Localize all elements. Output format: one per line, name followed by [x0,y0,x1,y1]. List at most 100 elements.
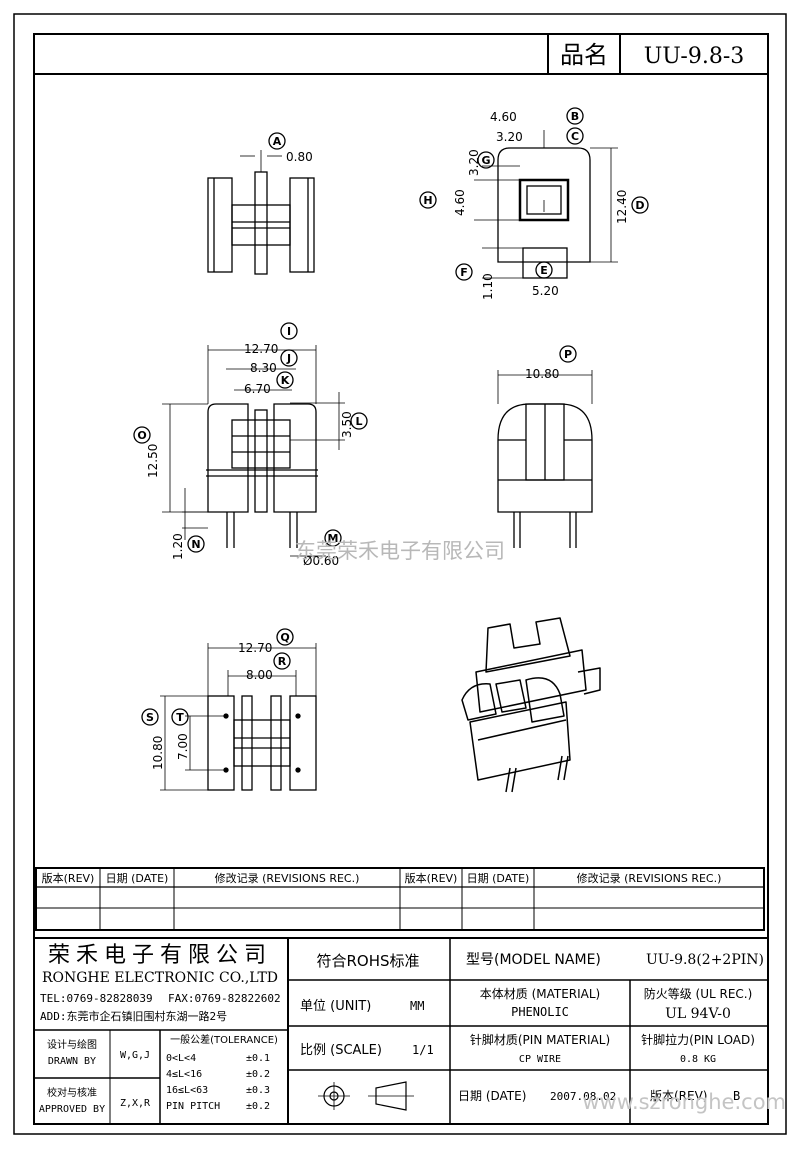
svg-text:F: F [460,266,468,279]
svg-text:1.20: 1.20 [171,533,185,560]
svg-text:H: H [423,194,432,207]
unit-value: MM [410,999,424,1013]
revision-label: 版本(REV) [650,1089,708,1103]
dimension-H: H 4.60 [419,189,467,216]
pin-load-label: 针脚拉力(PIN LOAD) [641,1032,755,1047]
product-model: UU-9.8-3 [644,44,745,69]
approved-by-label-en: APPROVED BY [39,1104,105,1115]
svg-text:A: A [273,135,282,148]
svg-text:Ø0.60: Ø0.60 [303,554,339,568]
tolerance-title: 一般公差(TOLERANCE) [170,1033,278,1046]
company-fax: FAX:0769-82822602 [168,992,281,1005]
material-value: PHENOLIC [511,1005,569,1019]
dimension-B: B 4.60 [490,107,584,125]
title-block-grid [34,937,768,1124]
dimension-F: F 1.10 [455,263,495,300]
svg-text:8.30: 8.30 [250,361,277,375]
svg-text:3.20: 3.20 [496,130,523,144]
svg-text:E: E [540,264,548,277]
pin-load-value: 0.8 KG [680,1054,716,1065]
svg-text:J: J [286,352,291,365]
svg-text:7.00: 7.00 [176,733,190,760]
view-top-bottom-left [160,643,317,791]
dimension-G: G 3.20 [467,149,495,176]
pin-material-value: CP WIRE [519,1054,561,1065]
view-front-top-right [474,130,618,279]
approved-by-label-cn: 校对与核准 [47,1086,97,1099]
svg-text:3.50: 3.50 [340,411,354,438]
svg-text:0.80: 0.80 [286,150,313,164]
svg-text:D: D [635,199,644,212]
dimension-E: E 5.20 [532,261,559,298]
drawn-by-value: W,G,J [120,1050,150,1061]
svg-text:6.70: 6.70 [244,382,271,396]
tolerance-value-2: ±0.2 [246,1069,270,1080]
svg-text:12.70: 12.70 [238,641,272,655]
tolerance-range-3: 16≤L<63 [166,1085,208,1096]
view-front-mid-left [162,345,345,557]
svg-text:G: G [481,154,490,167]
dimension-S: S 10.80 [141,708,165,770]
tolerance-value-3: ±0.3 [246,1085,270,1096]
dimension-Q: Q 12.70 [238,628,294,655]
watermark-url: www.szronghe.com [582,1090,786,1114]
watermark-company: 东莞荣禾电子有限公司 [295,539,505,563]
unit-label: 单位 (UNIT) [300,999,371,1014]
svg-text:M: M [328,532,339,545]
svg-text:版本(REV): 版本(REV) [405,871,458,885]
revision-table-headers: 版本(REV) 日期 (DATE) 修改记录 (REVISIONS REC.) … [42,871,722,885]
revision-table [35,867,765,931]
company-tel: TEL:0769-82828039 [40,992,153,1005]
outer-frame [13,13,787,1135]
svg-text:修改记录 (REVISIONS REC.): 修改记录 (REVISIONS REC.) [215,871,360,885]
company-name-en: RONGHE ELECTRONIC CO.,LTD [42,970,278,986]
dimension-D: D 12.40 [615,190,649,224]
svg-text:日期 (DATE): 日期 (DATE) [106,872,169,885]
date-label: 日期 (DATE) [458,1089,526,1103]
svg-text:B: B [571,110,579,123]
approved-by-value: Z,X,R [120,1098,151,1109]
model-label: 型号(MODEL NAME) [466,952,601,968]
svg-text:4.60: 4.60 [453,189,467,216]
svg-text:日期 (DATE): 日期 (DATE) [467,872,530,885]
view-side-mid-right [497,370,593,548]
inner-frame [33,33,769,1125]
tolerance-value-4: ±0.2 [246,1101,270,1112]
dimension-A: A 0.80 [268,132,313,164]
date-value: 2007.08.02 [550,1090,616,1103]
company-name-cn: 荣禾电子有限公司 [48,943,272,968]
svg-text:版本(REV): 版本(REV) [42,871,95,885]
scale-label: 比例 (SCALE) [300,1043,382,1058]
svg-text:C: C [571,130,579,143]
view-isometric [461,617,601,793]
svg-text:12.70: 12.70 [244,342,278,356]
revision-value: B [733,1089,740,1103]
material-label: 本体材质 (MATERIAL) [480,987,601,1001]
scale-value: 1/1 [412,1043,434,1057]
tolerance-range-2: 4≤L<16 [166,1069,202,1080]
drawn-by-label-cn: 设计与绘图 [47,1038,97,1051]
svg-text:4.60: 4.60 [490,110,517,124]
tolerance-range-4: PIN PITCH [166,1101,220,1112]
dimension-K: K 6.70 [244,371,294,396]
dimension-T: T 7.00 [171,708,190,760]
svg-text:N: N [191,538,200,551]
svg-text:O: O [137,429,146,442]
model-value: UU-9.8(2+2PIN) [646,952,764,968]
dimension-J: J 8.30 [250,349,298,375]
dimension-C: C 3.20 [496,127,584,145]
pin-material-label: 针脚材质(PIN MATERIAL) [470,1032,610,1047]
svg-text:12.50: 12.50 [146,444,160,478]
svg-text:Q: Q [280,631,289,644]
svg-text:10.80: 10.80 [151,736,165,770]
company-address: ADD:东莞市企石镇旧围村东湖一路2号 [40,1009,227,1023]
svg-text:I: I [287,325,291,338]
svg-text:12.40: 12.40 [615,190,629,224]
product-name-header: 品名 UU-9.8-3 [34,34,768,75]
dimension-P: P 10.80 [525,345,577,381]
svg-text:修改记录 (REVISIONS REC.): 修改记录 (REVISIONS REC.) [577,871,722,885]
svg-text:S: S [146,711,154,724]
dimension-N: N 1.20 [171,533,205,560]
rohs-compliance: 符合ROHS标准 [316,952,419,970]
